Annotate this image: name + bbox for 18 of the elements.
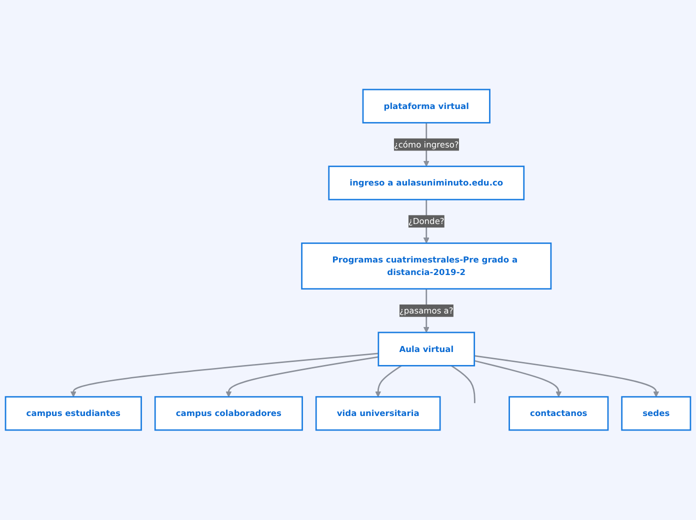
node-box: plataforma virtual: [362, 89, 490, 124]
node-box: Programas cuatrimestrales-Pre grado a distancia-2019-2: [301, 242, 552, 290]
node-box: sedes: [621, 396, 692, 431]
connector: [450, 365, 476, 404]
node-box: ingreso a aulasuniminuto.edu.co: [328, 166, 525, 200]
arrow: [70, 352, 378, 398]
edge-label: ¿Donde?: [408, 216, 444, 226]
node-box: vida universitaria: [315, 396, 441, 431]
arrow: [375, 365, 402, 398]
arrow: [474, 355, 660, 398]
node-box: campus colaboradores: [154, 396, 303, 431]
arrow: [226, 356, 379, 398]
edge-label: ¿pasamos a?: [399, 306, 454, 316]
edge-label: ¿cómo ingreso?: [394, 140, 459, 150]
arrow: [474, 360, 562, 398]
node-box: Aula virtual: [378, 332, 476, 367]
node-box: contactanos: [508, 396, 609, 431]
node-box: campus estudiantes: [4, 396, 142, 431]
